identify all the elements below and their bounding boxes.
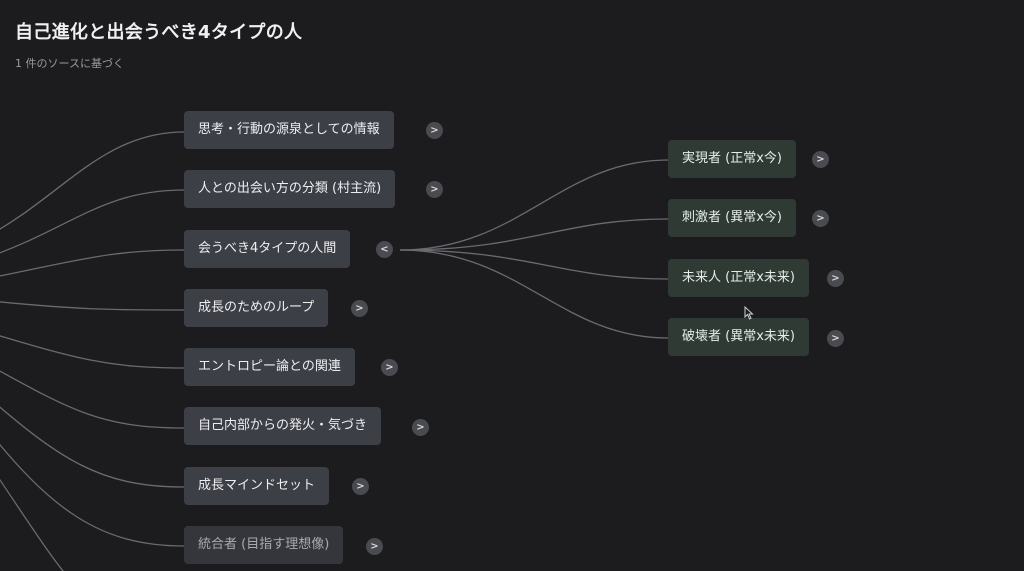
connector-root-branch-4 <box>0 301 185 311</box>
chevron-right-icon[interactable]: > <box>366 538 383 555</box>
chevron-right-icon[interactable]: > <box>426 122 443 139</box>
chevron-left-icon[interactable]: < <box>376 241 393 258</box>
connector-branch3-child-3 <box>399 249 669 280</box>
branch-node-inner-ignition[interactable]: 自己内部からの発火・気づき <box>184 407 382 445</box>
branch-node-growth-loop[interactable]: 成長のためのループ <box>184 289 329 327</box>
connector-branch3-child-4 <box>399 249 669 339</box>
branch-node-growth-mindset[interactable]: 成長マインドセット <box>184 467 330 505</box>
chevron-right-icon[interactable]: > <box>412 419 429 436</box>
chevron-right-icon[interactable]: > <box>352 478 369 495</box>
source-count: 1 件のソースに基づく <box>15 57 124 70</box>
chevron-right-icon[interactable]: > <box>351 300 368 317</box>
branch-node-integrator[interactable]: 統合者 (目指す理想像) <box>184 526 344 564</box>
connector-root-branch-3 <box>0 249 185 277</box>
child-node-futurist[interactable]: 未来人 (正常x未来) <box>668 259 809 297</box>
branch-node-entropy[interactable]: エントロピー論との関連 <box>184 348 355 386</box>
branch-node-info-source[interactable]: 思考・行動の源泉としての情報 <box>184 111 394 149</box>
chevron-right-icon[interactable]: > <box>812 151 829 168</box>
connector-branch3-child-2 <box>399 218 669 251</box>
connector-branch3-child-1 <box>399 159 669 251</box>
branch-node-encounter-types[interactable]: 人との出会い方の分類 (村主流) <box>184 170 396 208</box>
chevron-right-icon[interactable]: > <box>812 210 829 227</box>
child-node-realizer[interactable]: 実現者 (正常x今) <box>668 140 796 178</box>
connector-root-branch-7 <box>0 406 185 488</box>
connector-root-branch-8 <box>0 443 185 547</box>
child-node-stimulator[interactable]: 刺激者 (異常x今) <box>668 199 796 237</box>
mouse-pointer-icon <box>744 306 754 320</box>
connector-root-branch-6 <box>0 370 185 429</box>
connector-root-branch-2 <box>0 189 185 254</box>
page-title: 自己進化と出会うべき4タイプの人 <box>15 22 303 43</box>
child-node-destroyer[interactable]: 破壊者 (異常x未来) <box>668 318 809 356</box>
connector-root-branch-9 <box>0 478 64 571</box>
chevron-right-icon[interactable]: > <box>426 181 443 198</box>
connector-root-branch-1 <box>0 131 185 230</box>
connector-root-branch-5 <box>0 335 185 369</box>
branch-node-four-types[interactable]: 会うべき4タイプの人間 <box>184 230 351 268</box>
chevron-right-icon[interactable]: > <box>827 270 844 287</box>
chevron-right-icon[interactable]: > <box>827 330 844 347</box>
chevron-right-icon[interactable]: > <box>381 359 398 376</box>
